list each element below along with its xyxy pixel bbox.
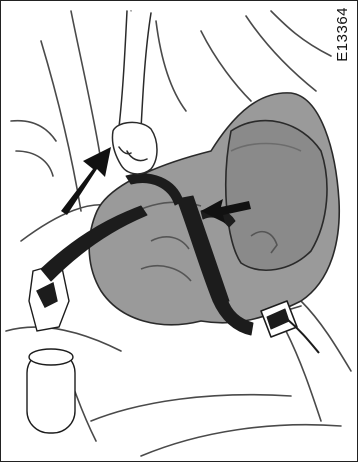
hand — [112, 11, 157, 174]
figure-id-label: E13364 — [334, 7, 351, 62]
seat-belt-buckle — [27, 263, 75, 433]
